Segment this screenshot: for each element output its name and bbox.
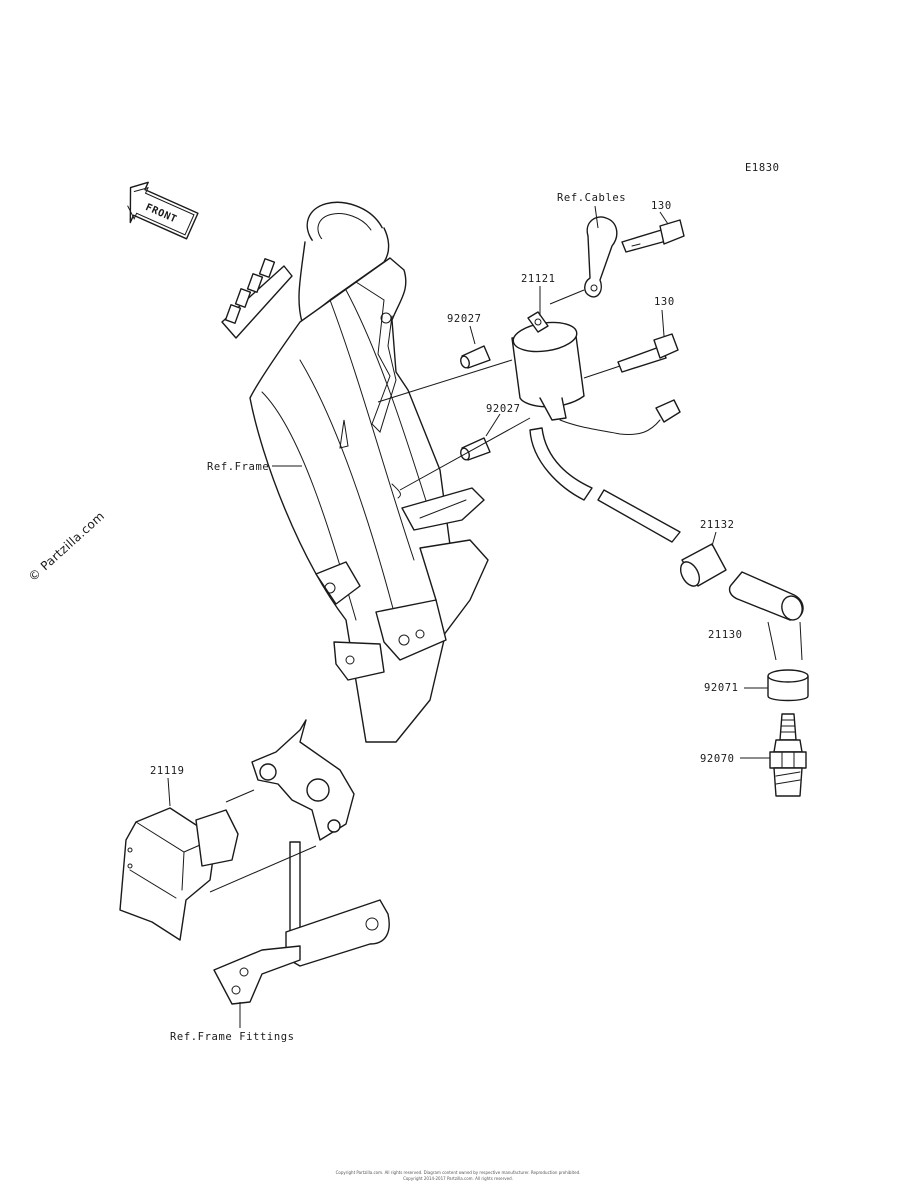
collar-lower: [460, 437, 491, 461]
bolt-lower-label: 130: [654, 296, 675, 308]
collar-upper: [460, 345, 491, 369]
ref-cables-label: Ref.Cables: [557, 192, 626, 204]
igniter-bracket: [213, 719, 390, 1005]
plug-cap-axis: [767, 621, 777, 661]
plug-cap-label: 21130: [708, 629, 743, 641]
bolt-upper: [621, 219, 685, 253]
axis-line-lower-collar: [399, 417, 531, 491]
ignition-coil: [511, 311, 681, 435]
collar-lower-label: 92027: [486, 403, 521, 415]
axis-line-lower-bolt: [583, 365, 621, 379]
igniter-unit: [119, 807, 239, 941]
axis-line-upper-collar: [377, 359, 513, 403]
plug-cap-axis-2: [799, 621, 803, 661]
seal-label: 92071: [704, 682, 739, 694]
footer-line-1: Copyright Partzilla.com. All rights rese…: [336, 1170, 581, 1175]
spark-plug-cap: [728, 571, 804, 621]
igniter-leader: [167, 777, 171, 807]
axis-line-igniter-lower: [209, 845, 317, 893]
cap-seal-leader: [711, 531, 717, 547]
axis-line-igniter-upper: [225, 789, 255, 803]
collar-upper-leader: [469, 325, 476, 345]
cable-holder: [221, 258, 293, 339]
spark-plug: [769, 713, 807, 797]
bolt-lower: [617, 333, 679, 373]
bolt-upper-label: 130: [651, 200, 672, 212]
front-arrow-icon: FRONT: [127, 181, 199, 240]
collar-upper-label: 92027: [447, 313, 482, 325]
bolt-lower-leader: [661, 309, 665, 337]
high-tension-lead: [529, 427, 681, 543]
ref-frame-fittings-label: Ref.Frame Fittings: [170, 1031, 295, 1043]
watermark: © Partzilla.com: [26, 509, 108, 584]
collar-lower-leader: [485, 413, 501, 437]
footer-line-2: Copyright 2014-2017 Partzilla.com. All r…: [403, 1176, 513, 1181]
coil-label: 21121: [521, 273, 556, 285]
plug-seal: [767, 669, 809, 702]
ref-frame-label: Ref.Frame: [207, 461, 269, 473]
igniter-label: 21119: [150, 765, 185, 777]
cap-seal: [679, 543, 727, 587]
ref-cables-leader: [594, 205, 599, 229]
diagram-code: E1830: [745, 162, 780, 174]
bolt-upper-leader: [659, 211, 669, 225]
spark-plug-label: 92070: [700, 753, 735, 765]
cap-seal-label: 21132: [700, 519, 735, 531]
frame-assembly: [221, 201, 489, 743]
cable-clamp: [584, 216, 618, 298]
axis-line-upper-bolt: [549, 289, 585, 305]
